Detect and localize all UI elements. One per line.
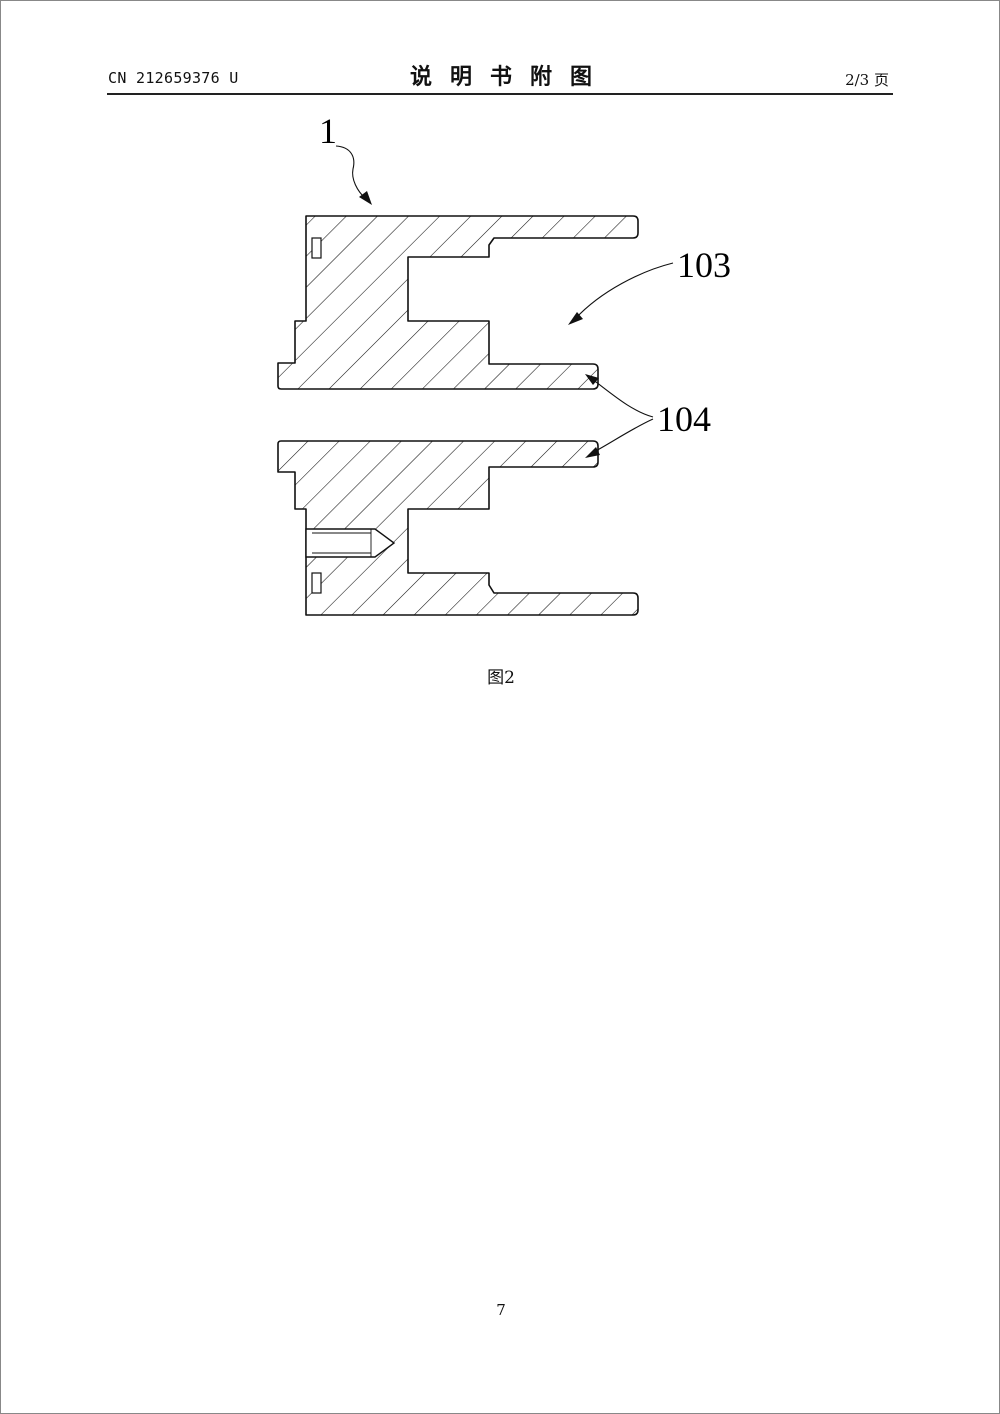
label-104: 104 [657,399,711,439]
arrow-1 [359,191,372,205]
leader-lines [335,145,674,458]
label-103: 103 [677,245,731,285]
page-indicator: 2/3 页 [845,71,889,89]
upper-section [277,215,639,390]
lower-body [277,440,639,616]
figure-caption: 图2 [487,668,515,688]
leader-1 [335,145,367,200]
section-title: 说明书附图 [409,65,610,90]
leader-104-upper [591,378,654,418]
arrow-104-upper [585,374,599,385]
upper-slot [311,237,322,259]
arrow-104-lower [585,447,600,458]
leader-103 [574,262,674,320]
upper-body [277,215,639,390]
lower-slot [311,572,322,594]
arrow-103 [568,312,583,325]
patent-number: CN 212659376 U [108,69,239,87]
page-number: 7 [496,1301,506,1319]
leader-104-lower [591,418,654,454]
label-1: 1 [319,111,337,151]
threaded-hole [305,528,396,558]
cross-section-drawing: 1 103 104 [277,111,731,616]
header-rule [107,93,893,95]
lower-section [277,440,639,616]
